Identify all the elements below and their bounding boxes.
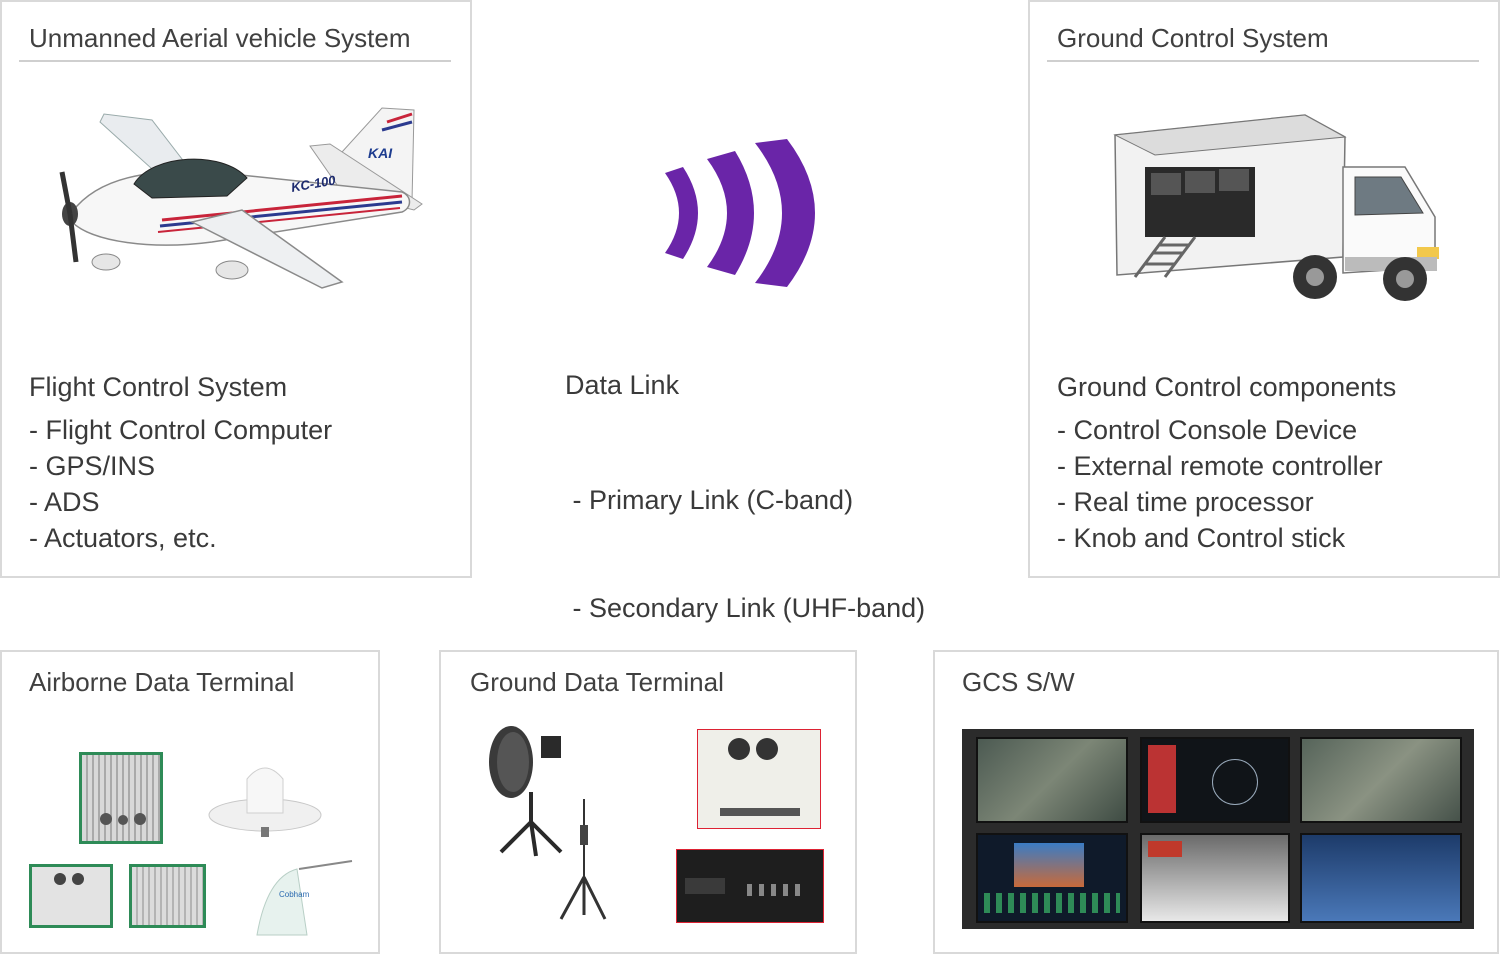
airborne-data-terminal-panel: Airborne Data Terminal Cobham xyxy=(0,650,380,954)
adt-module-image xyxy=(79,752,163,844)
ground-data-terminal-panel: Ground Data Terminal xyxy=(439,650,857,954)
list-item: - Control Console Device xyxy=(1057,415,1358,445)
ground-control-components-list: - Control Console Device - External remo… xyxy=(1057,412,1383,556)
ground-control-title: Ground Control System xyxy=(1057,23,1329,53)
flight-control-list: - Flight Control Computer - GPS/INS - AD… xyxy=(29,412,332,556)
list-item: - Primary Link (C-band) xyxy=(565,485,854,515)
svg-text:Cobham: Cobham xyxy=(279,890,310,899)
ground-control-panel: Ground Control System Ground Control com… xyxy=(1028,0,1500,578)
uav-system-panel: Unmanned Aerial vehicle System KAI KC-10… xyxy=(0,0,472,578)
tail-logo: KAI xyxy=(368,145,393,161)
adt-box-image xyxy=(29,864,113,928)
gdt-enclosure-image xyxy=(697,729,821,829)
wireless-signal-icon xyxy=(665,139,815,287)
adt-amplifier-image xyxy=(129,864,206,928)
flight-control-heading: Flight Control System xyxy=(29,372,288,402)
list-item: - Flight Control Computer xyxy=(29,415,333,445)
ground-data-terminal-title: Ground Data Terminal xyxy=(470,667,724,697)
list-item: - Real time processor xyxy=(1057,487,1314,517)
ground-control-truck-image xyxy=(1113,114,1439,301)
gcs-title-divider xyxy=(1047,60,1479,62)
gcs-software-title: GCS S/W xyxy=(962,667,1075,697)
list-item: - ADS xyxy=(29,487,100,517)
ground-control-components-heading: Ground Control components xyxy=(1057,372,1397,402)
dome-antenna-image xyxy=(208,767,322,837)
uav-title-divider xyxy=(19,60,451,62)
gdt-rack-unit-image xyxy=(676,849,824,923)
airborne-data-terminal-title: Airborne Data Terminal xyxy=(29,667,295,697)
tripod-mast-image xyxy=(559,799,607,920)
gcs-console-image xyxy=(962,729,1474,929)
gcs-software-panel: GCS S/W xyxy=(933,650,1499,954)
list-item: - Knob and Control stick xyxy=(1057,523,1346,553)
blade-antenna-image: Cobham xyxy=(256,860,353,936)
aircraft-image: KAI KC-100 xyxy=(59,107,423,289)
dish-antenna-image xyxy=(489,726,563,857)
list-item: - GPS/INS xyxy=(29,451,156,481)
list-item: - Secondary Link (UHF-band) xyxy=(565,593,926,623)
uav-system-title: Unmanned Aerial vehicle System xyxy=(29,23,411,53)
list-item: - External remote controller xyxy=(1057,451,1383,481)
data-link-heading: Data Link xyxy=(565,370,680,400)
list-item: - Actuators, etc. xyxy=(29,523,217,553)
